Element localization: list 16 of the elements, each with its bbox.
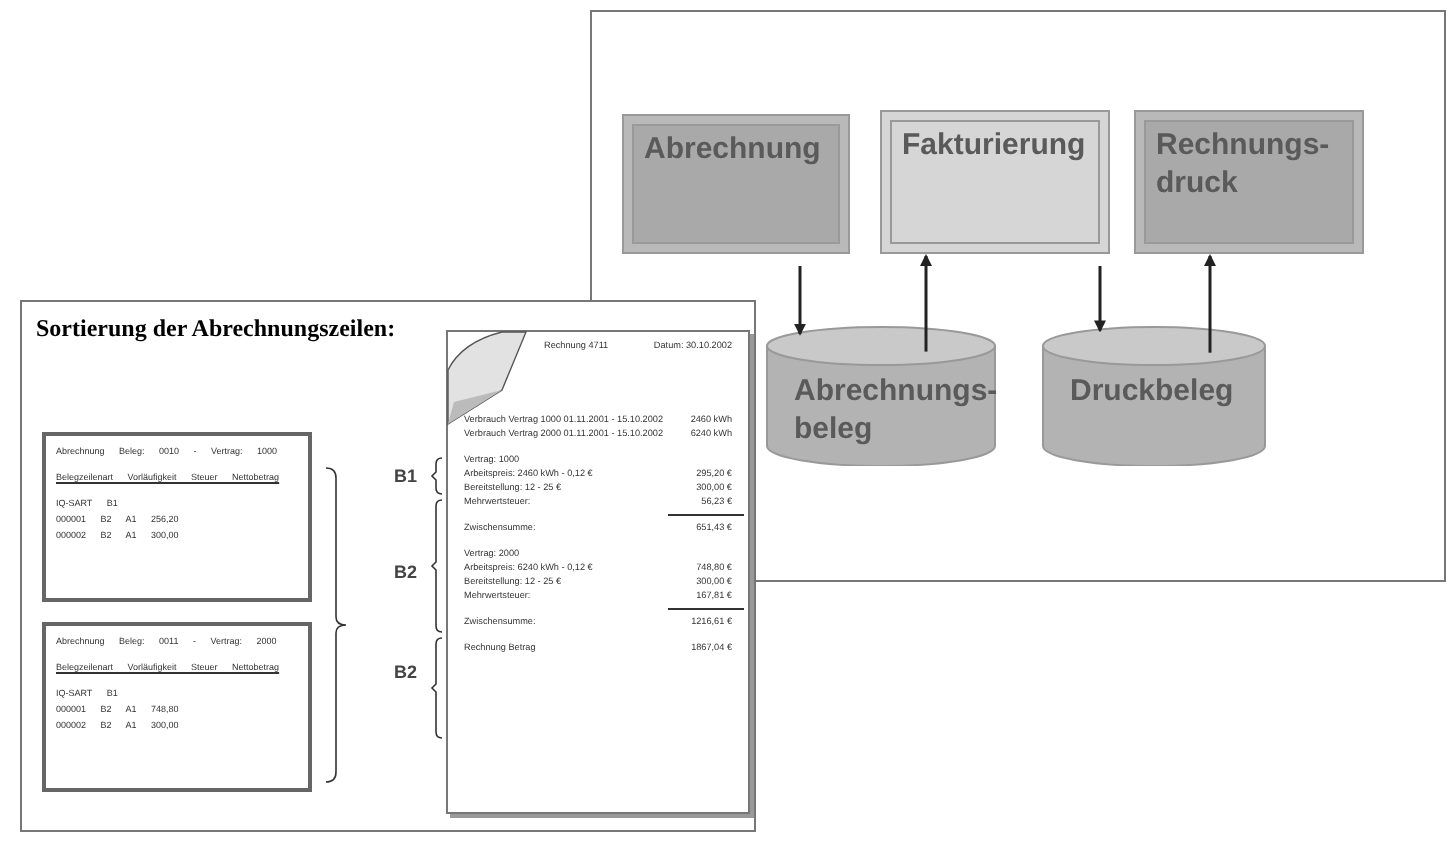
process-box: Fakturierung xyxy=(880,110,1110,254)
process-box: Abrechnung xyxy=(622,114,850,254)
process-box: Rechnungs- druck xyxy=(1134,110,1364,254)
database-cylinder: Druckbeleg xyxy=(1042,326,1266,466)
bracket-label: B1 xyxy=(394,466,418,486)
arrow xyxy=(1094,266,1106,333)
arrow xyxy=(1204,254,1216,353)
invoice-document xyxy=(446,330,750,814)
bracket-label: B2 xyxy=(394,662,418,682)
slide-title: Sortierung der Abrechnungszeilen: xyxy=(36,314,396,344)
bracket-label: B2 xyxy=(394,562,418,582)
data-table xyxy=(42,432,312,602)
arrow xyxy=(920,254,932,352)
data-table xyxy=(42,622,312,792)
arrow xyxy=(794,266,806,336)
database-cylinder: Abrechnungs- beleg xyxy=(766,326,996,466)
